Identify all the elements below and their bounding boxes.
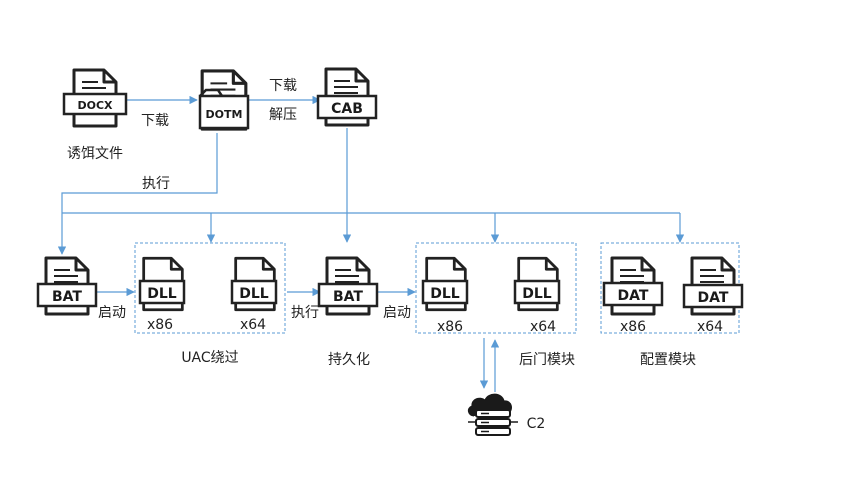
dat-label-x86: DAT — [618, 288, 649, 304]
backdoor-module-label: 后门模块 — [519, 352, 575, 368]
cab-label: CAB — [331, 101, 363, 117]
download-label-2: 下载 — [269, 78, 297, 94]
arch-x64-config: x64 — [697, 319, 723, 335]
dat-config-x64-icon: DAT — [682, 256, 744, 316]
connectors — [57, 95, 685, 392]
bat-label-2: BAT — [333, 289, 363, 305]
persistence-label: 持久化 — [328, 352, 370, 368]
arch-x86-backdoor: x86 — [437, 319, 463, 335]
dll-uac-x86-icon: DLL — [138, 256, 186, 312]
dat-config-x86-icon: DAT — [602, 256, 664, 316]
download-label-1: 下载 — [141, 113, 169, 129]
arch-x86-config: x86 — [620, 319, 646, 335]
uac-bypass-group — [134, 242, 286, 334]
dll-uac-x64-icon: DLL — [230, 256, 278, 312]
dll-backdoor-x86-icon: DLL — [421, 256, 469, 312]
start-label-2: 启动 — [383, 305, 411, 321]
dll-label-uac-x64: DLL — [239, 286, 269, 302]
dotm-file-icon: DOTM — [198, 69, 250, 131]
execute-label-2: 执行 — [291, 305, 319, 321]
start-label-1: 启动 — [98, 305, 126, 321]
backdoor-module-group — [415, 242, 577, 334]
dll-label-uac-x86: DLL — [147, 286, 177, 302]
arrow-dotm-to-bat — [57, 133, 218, 255]
uac-bypass-label: UAC绕过 — [181, 350, 238, 366]
arch-x86-uac: x86 — [147, 317, 173, 333]
bat-file-icon-1: BAT — [36, 256, 98, 316]
c2-server-icon — [467, 393, 518, 436]
arch-x64-backdoor: x64 — [530, 319, 556, 335]
dotm-label: DOTM — [206, 108, 243, 121]
c2-label: C2 — [527, 416, 546, 432]
config-module-label: 配置模块 — [640, 352, 696, 368]
lure-document-label: 诱饵文件 — [67, 146, 123, 162]
arch-x64-uac: x64 — [240, 317, 266, 333]
docx-file-icon: DOCX — [62, 68, 128, 128]
dll-label-backdoor-x86: DLL — [430, 286, 460, 302]
execute-label-1: 执行 — [142, 176, 170, 192]
dll-backdoor-x64-icon: DLL — [513, 256, 561, 312]
dat-label-x64: DAT — [698, 290, 729, 306]
decompress-label: 解压 — [269, 107, 297, 123]
bat-label-1: BAT — [52, 289, 82, 305]
dll-label-backdoor-x64: DLL — [522, 286, 552, 302]
cab-file-icon: CAB — [316, 67, 378, 127]
bat-file-icon-2: BAT — [317, 256, 379, 316]
docx-label: DOCX — [77, 99, 113, 112]
